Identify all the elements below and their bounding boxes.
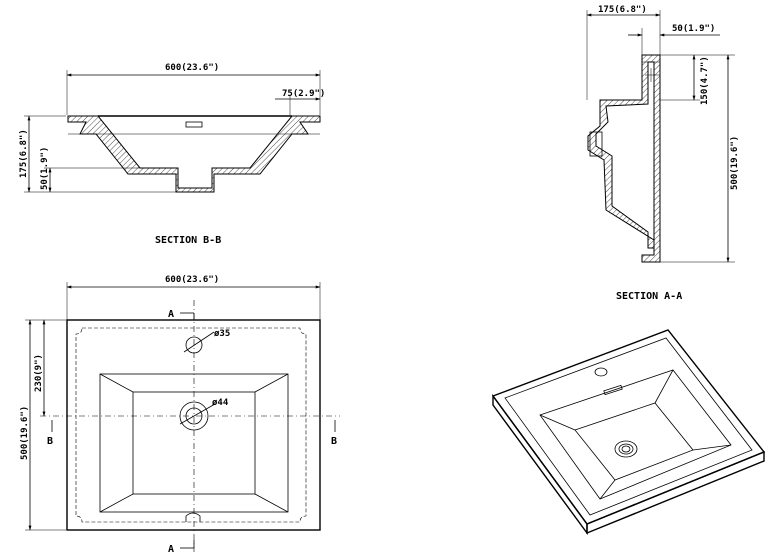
section-bb-view: 600(23.6") 75(2.9") 175(6.8") 50(1.9") S… bbox=[19, 63, 325, 246]
isometric-view bbox=[491, 329, 766, 536]
section-bb-drain-label: 50(1.9") bbox=[40, 147, 50, 190]
section-aa-faucet-label: 150(4.7") bbox=[700, 56, 710, 105]
plan-faucet-offset-label: 230(9") bbox=[34, 354, 44, 392]
plan-length-label: 500(19.6") bbox=[20, 406, 30, 460]
section-aa-view: 175(6.8") 50(1.9") 500(19.6") 150(4.7") … bbox=[586, 5, 740, 302]
plan-faucet-hole-label: ø35 bbox=[214, 329, 230, 339]
plan-section-a-bottom: A bbox=[168, 544, 174, 555]
plan-view: 600(23.6") ø35 ø44 A A B B bbox=[20, 275, 340, 555]
plan-section-a-top: A bbox=[168, 309, 174, 320]
plan-width-label: 600(23.6") bbox=[165, 275, 219, 285]
section-aa-title: SECTION A-A bbox=[616, 291, 682, 302]
section-aa-length-label: 500(19.6") bbox=[730, 136, 740, 190]
section-aa-depth-label: 175(6.8") bbox=[598, 5, 647, 15]
section-bb-title: SECTION B-B bbox=[155, 235, 221, 246]
section-bb-rim-label: 75(2.9") bbox=[282, 89, 325, 99]
section-aa-rim-label: 50(1.9") bbox=[672, 24, 715, 34]
section-bb-width-label: 600(23.6") bbox=[165, 63, 219, 73]
plan-section-b-left: B bbox=[47, 436, 53, 447]
plan-section-b-right: B bbox=[331, 436, 337, 447]
section-bb-depth-label: 175(6.8") bbox=[19, 129, 29, 178]
plan-drain-hole-label: ø44 bbox=[212, 398, 229, 408]
